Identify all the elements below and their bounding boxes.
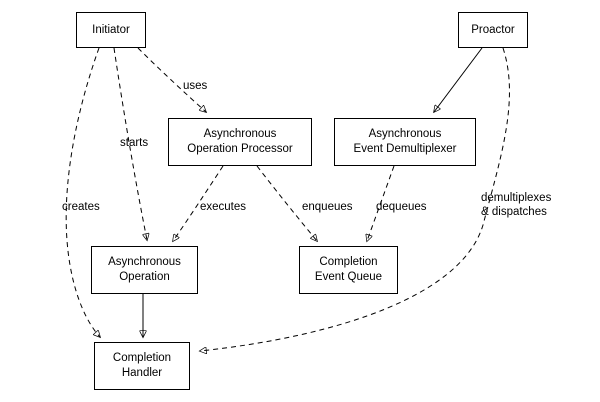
node-asynchronous-operation: Asynchronous Operation — [91, 246, 198, 294]
node-completion-event-queue: Completion Event Queue — [299, 246, 398, 294]
edge-label-starts: starts — [120, 137, 149, 149]
edge-starts — [113, 47, 147, 240]
node-initiator: Initiator — [76, 12, 146, 48]
edge-proactor-demultiplexer — [434, 47, 483, 112]
edge-label-enqueues: enqueues — [302, 201, 353, 213]
edge-label-uses: uses — [183, 80, 208, 92]
node-asynchronous-event-demultiplexer: Asynchronous Event Demultiplexer — [334, 118, 476, 166]
node-completion-handler: Completion Handler — [94, 342, 190, 390]
edge-uses — [137, 47, 206, 112]
edge-demultiplexes-dispatches — [200, 47, 510, 351]
edge-creates — [65, 47, 100, 337]
node-asynchronous-operation-processor: Asynchronous Operation Processor — [168, 118, 312, 166]
edge-label-demultiplexes-dispatches: demultiplexes & dispatches — [481, 192, 552, 219]
edge-executes — [173, 165, 224, 241]
edge-label-dequeues: dequeues — [376, 201, 427, 213]
edge-enqueues — [256, 165, 317, 241]
edge-dequeues — [367, 165, 395, 241]
edge-label-executes: executes — [200, 201, 247, 213]
node-proactor: Proactor — [458, 12, 528, 48]
edge-label-creates: creates — [62, 201, 100, 213]
